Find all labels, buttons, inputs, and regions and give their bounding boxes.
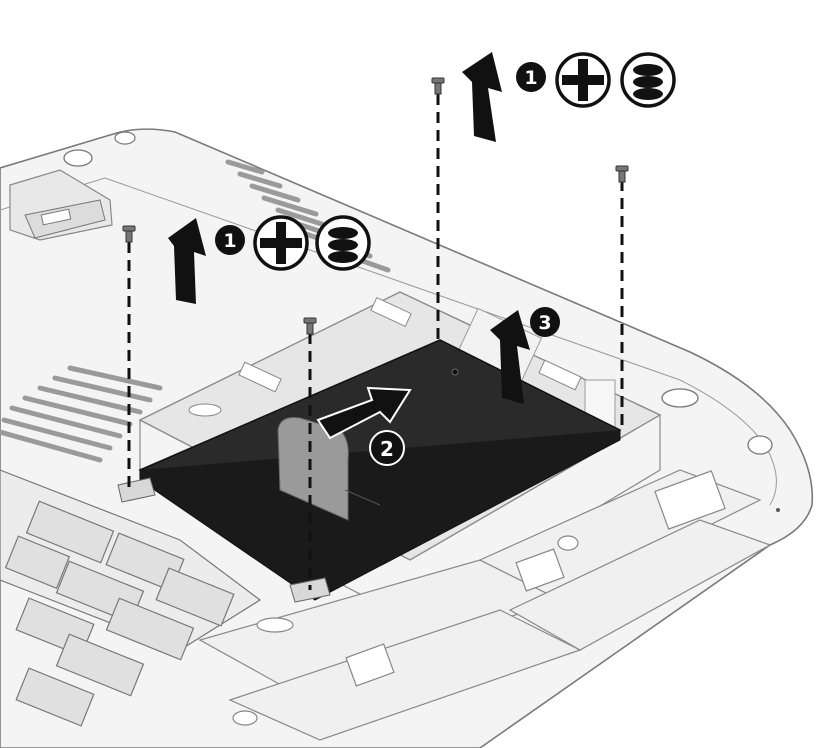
phillips-screwdriver-icon (555, 52, 611, 108)
up-arrow-icon (490, 310, 530, 404)
step-1-number: 1 (223, 230, 236, 252)
screw-stack-icon (315, 215, 371, 271)
up-arrow-icon (168, 218, 206, 304)
step-1-number: 1 (524, 67, 537, 89)
hard-drive-edge (139, 430, 621, 601)
screw-guides (127, 94, 624, 590)
screw-icon (615, 165, 629, 183)
up-arrow-icon (462, 52, 502, 142)
step-badge-3: 3 (530, 307, 560, 337)
screw-stack-icon (620, 52, 676, 108)
left-vent (0, 365, 163, 463)
rubber-foot (114, 131, 136, 145)
rubber-foot (747, 435, 773, 455)
rubber-foot (661, 388, 699, 408)
step-2-number: 2 (380, 437, 394, 461)
chassis-ribs (198, 469, 780, 741)
screw-icon (431, 77, 445, 95)
phillips-screwdriver-icon (253, 215, 309, 271)
slide-arrow-icon (316, 386, 412, 440)
screws (122, 77, 629, 335)
step-badge-1: 1 (516, 62, 546, 92)
step-3-number: 3 (538, 312, 551, 334)
screw-icon (122, 225, 136, 243)
memory-modules (0, 469, 262, 727)
screw-icon (303, 317, 317, 335)
hard-drive (117, 339, 622, 603)
battery-latch (9, 169, 113, 241)
step-badge-2: 2 (369, 430, 405, 466)
rubber-foot (63, 149, 93, 167)
step-badge-1: 1 (215, 225, 245, 255)
